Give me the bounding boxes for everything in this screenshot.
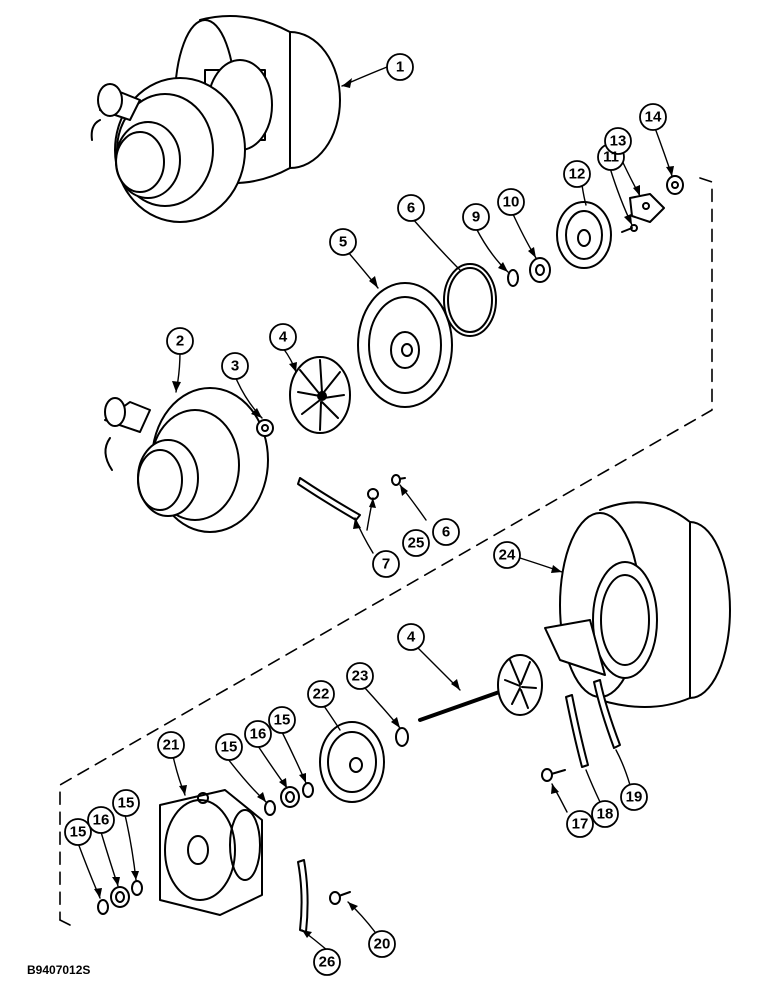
screw-11: [621, 224, 638, 233]
bearing-group-lower: [97, 880, 143, 915]
bolt-6: [391, 474, 406, 486]
callout-24: 24: [499, 547, 516, 564]
seal-ring: [443, 263, 497, 337]
leader-arrowheads: [94, 78, 674, 938]
callout-10: 10: [503, 194, 520, 211]
callout-3: 3: [231, 358, 239, 375]
callout-23: 23: [352, 668, 369, 685]
callout-16-a: 16: [250, 726, 267, 743]
callout-15-c: 15: [70, 824, 87, 841]
callout-13: 13: [610, 133, 627, 150]
heat-shield: [319, 721, 385, 803]
compressor-wheel: [289, 356, 351, 434]
callout-circles: [64, 53, 667, 976]
callout-14: 14: [645, 109, 662, 126]
callout-18: 18: [597, 806, 614, 823]
clamp-plate-18: [565, 694, 589, 768]
callout-17: 17: [572, 816, 589, 833]
bolt-20: [329, 891, 351, 905]
callout-19: 19: [626, 789, 643, 806]
turbine-housing: [544, 501, 731, 708]
ring-9: [507, 269, 519, 287]
turbine-wheel-shaft: [418, 654, 543, 722]
bolt-17: [541, 768, 566, 782]
callout-16-b: 16: [93, 812, 110, 829]
callout-6: 6: [407, 200, 415, 217]
callout-12: 12: [569, 166, 586, 183]
turbocharger-assembly: [90, 15, 341, 223]
seal-ring-23: [395, 727, 409, 747]
callout-26: 26: [319, 954, 336, 971]
sleeve-10: [529, 257, 551, 283]
figure-code: B9407012S: [27, 963, 91, 977]
retainer-plate: [629, 193, 665, 223]
callout-6-lower: 6: [442, 524, 450, 541]
thrust-plate: [556, 201, 612, 269]
callout-15-b: 15: [274, 712, 291, 729]
callout-9: 9: [472, 209, 480, 226]
callout-15-a: 15: [221, 739, 238, 756]
compressor-housing: [104, 387, 269, 533]
nut-3: [256, 419, 274, 437]
callout-5: 5: [339, 234, 347, 251]
clamp-plate-7: [297, 477, 361, 521]
bearing-group-upper: [264, 782, 314, 816]
callout-4: 4: [279, 329, 288, 346]
center-housing: [159, 789, 263, 916]
clamp-plate-19: [593, 679, 621, 749]
backplate: [357, 282, 453, 408]
callout-7: 7: [382, 556, 390, 573]
callout-22: 22: [313, 686, 330, 703]
clamp-plate-26: [297, 859, 309, 933]
nut-14: [666, 175, 684, 195]
callout-21: 21: [163, 737, 180, 754]
callout-4-lower: 4: [407, 629, 416, 646]
callout-2: 2: [176, 333, 184, 350]
callout-20: 20: [374, 936, 391, 953]
callout-25: 25: [408, 535, 425, 552]
section-divider: [59, 177, 713, 926]
callout-11: 11: [603, 149, 619, 166]
callout-1: 1: [396, 59, 404, 76]
callout-15-d: 15: [118, 795, 135, 812]
